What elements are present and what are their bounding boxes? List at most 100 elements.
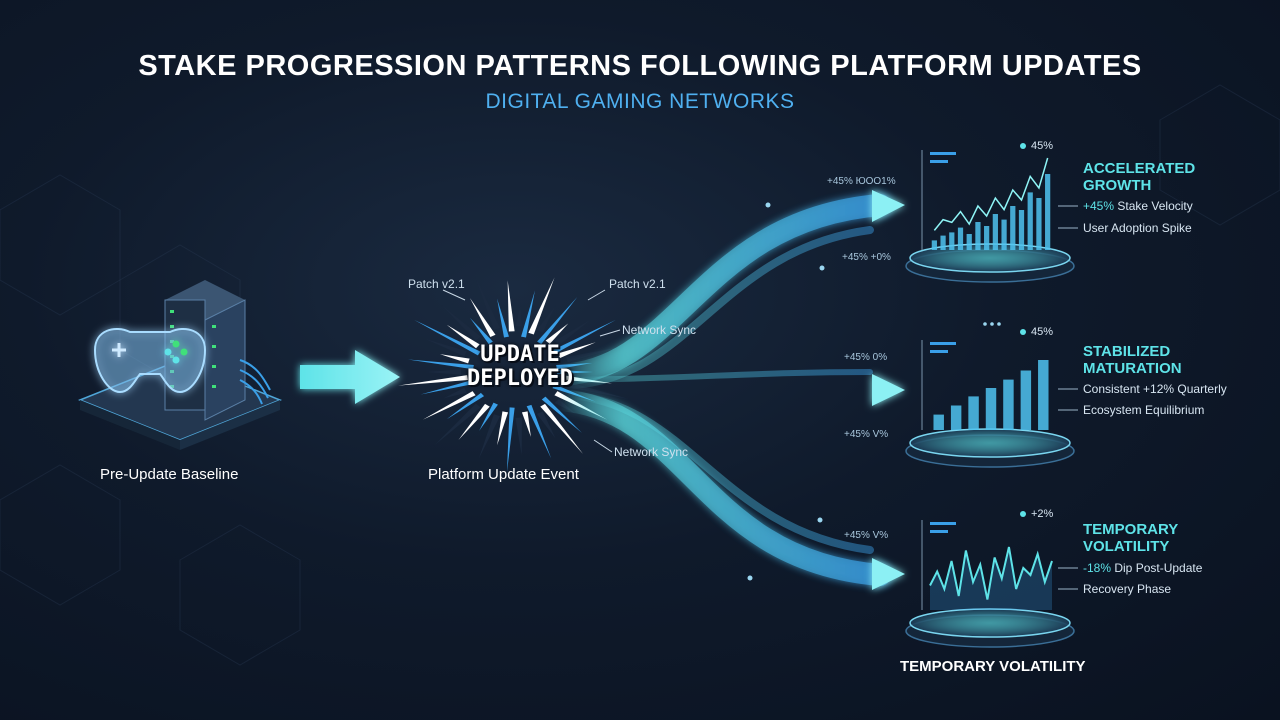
- burst-ray: [557, 342, 596, 359]
- flow-annotation-top-1: +45% ЮОО1%: [827, 176, 896, 187]
- burst-ray: [469, 298, 496, 337]
- chart-bar: [1027, 192, 1033, 250]
- growth-metric-1: +45% Stake Velocity: [1083, 199, 1193, 213]
- growth-metric-2: User Adoption Spike: [1083, 221, 1192, 235]
- maturation-metric-2: Ecosystem Equilibrium: [1083, 403, 1205, 417]
- chart-platform-top: [909, 428, 1071, 458]
- burst-ray: [497, 411, 509, 446]
- chart-bar: [1045, 174, 1051, 250]
- growth-heading: ACCELERATED GROWTH: [1083, 160, 1195, 194]
- chart-bar: [1020, 370, 1032, 430]
- callout-network-sync-top: Network Sync: [622, 323, 697, 337]
- chart-bar: [985, 388, 997, 430]
- baseline-to-event-arrow: [300, 350, 400, 404]
- chart-header-mark: [930, 530, 948, 533]
- growth-metric-1-text: Stake Velocity: [1114, 199, 1193, 213]
- page-title: STAKE PROGRESSION PATTERNS FOLLOWING PLA…: [138, 50, 1142, 82]
- chart-header-mark: [930, 152, 956, 155]
- maturation-badge: 45%: [1020, 326, 1053, 338]
- chart-bar: [984, 226, 990, 250]
- growth-chart-panel: [905, 150, 1075, 283]
- bottom-caption: TEMPORARY VOLATILITY: [900, 658, 1086, 675]
- chart-bar: [940, 235, 946, 250]
- burst-ray: [441, 304, 481, 341]
- burst-ray: [439, 354, 470, 364]
- chart-trend-line: [933, 157, 1049, 231]
- growth-heading-line2: GROWTH: [1083, 177, 1152, 194]
- badge-dot-icon: [1020, 143, 1026, 150]
- burst-ray: [536, 305, 556, 333]
- flow-annotation-mid-1: +45% 0%: [844, 352, 888, 363]
- chart-bar: [949, 232, 955, 250]
- burst-ray: [478, 414, 501, 459]
- chart-header-mark: [930, 342, 956, 345]
- chart-header-mark: [930, 160, 948, 163]
- burst-ray: [521, 411, 531, 437]
- volatility-metric-1-highlight: -18%: [1083, 561, 1112, 575]
- burst-text-line2: DEPLOYED: [467, 366, 573, 391]
- burst-ray: [526, 404, 552, 459]
- burst-ray: [536, 411, 556, 439]
- maturation-heading-line1: STABILIZED: [1083, 343, 1171, 360]
- flow-to-growth: [549, 194, 891, 386]
- burst-ray: [540, 403, 584, 454]
- growth-heading-line1: ACCELERATED: [1083, 160, 1196, 177]
- chart-bar: [933, 414, 944, 430]
- flow-to-volatility: [549, 389, 891, 586]
- maturation-metric-1: Consistent +12% Quarterly: [1083, 382, 1227, 396]
- flow-annotation-bot-1: +45% V%: [844, 530, 889, 541]
- volatility-badge: +2%: [1020, 508, 1053, 520]
- burst-ray: [566, 347, 619, 363]
- badge-dot-icon: [1020, 329, 1026, 336]
- volatility-heading: TEMPORARY VOLATILITY: [1083, 521, 1178, 555]
- burst-ray: [479, 402, 498, 431]
- chart-bar: [950, 405, 962, 430]
- chart-bar: [966, 234, 972, 250]
- chart-volatility-line: [929, 546, 1053, 600]
- burst-ray: [422, 391, 476, 420]
- callout-network-sync-bottom: Network Sync: [614, 445, 689, 459]
- chart-bar: [975, 222, 981, 250]
- burst-ray: [470, 317, 493, 345]
- burst-ray: [507, 280, 515, 332]
- volatility-metric-1: -18% Dip Post-Update: [1083, 561, 1202, 575]
- event-label: Platform Update Event: [428, 466, 579, 483]
- volatility-metric-1-text: Dip Post-Update: [1111, 561, 1203, 575]
- chart-bar: [968, 396, 979, 430]
- burst-ray: [475, 277, 501, 330]
- chart-platform-top: [909, 608, 1071, 638]
- maturation-heading: STABILIZED MATURATION: [1083, 343, 1182, 377]
- volatility-badge-value: +2%: [1031, 508, 1054, 520]
- flow-annotation-top-2: +45% +0%: [842, 252, 891, 263]
- maturation-chart-panel: [905, 340, 1075, 468]
- outcome-flows: [549, 194, 891, 586]
- chart-bar: [1001, 219, 1007, 250]
- flow-arrowheads: [872, 190, 905, 590]
- chart-bar: [1036, 198, 1042, 250]
- burst-ray: [425, 338, 467, 357]
- growth-badge-value: 45%: [1031, 140, 1054, 152]
- burst-ray: [408, 359, 474, 370]
- page-subtitle: DIGITAL GAMING NETWORKS: [485, 90, 795, 113]
- burst-ray: [506, 407, 515, 473]
- chart-bar: [1038, 360, 1049, 430]
- burst-ray: [549, 319, 616, 356]
- burst-ray: [515, 305, 522, 327]
- burst-ray: [554, 319, 592, 346]
- baseline-label: Pre-Update Baseline: [100, 466, 239, 483]
- maturation-badge-value: 45%: [1031, 326, 1054, 338]
- callout-patch-left: Patch v2.1: [408, 277, 465, 291]
- burst-text-line1: UPDATE: [480, 342, 560, 367]
- burst-ray: [443, 387, 467, 399]
- maturation-heading-line2: MATURATION: [1083, 360, 1182, 377]
- burst-ray: [521, 290, 535, 338]
- metric-connectors: [1058, 205, 1078, 590]
- chart-bar: [1003, 379, 1014, 430]
- growth-badge: 45%: [1020, 140, 1053, 152]
- burst-ray: [545, 323, 569, 344]
- maturation-metric-1-text: Consistent +12% Quarterly: [1083, 382, 1227, 396]
- chart-header-mark: [930, 350, 948, 353]
- callout-patch-right: Patch v2.1: [609, 277, 666, 291]
- baseline-illustration: [77, 280, 283, 450]
